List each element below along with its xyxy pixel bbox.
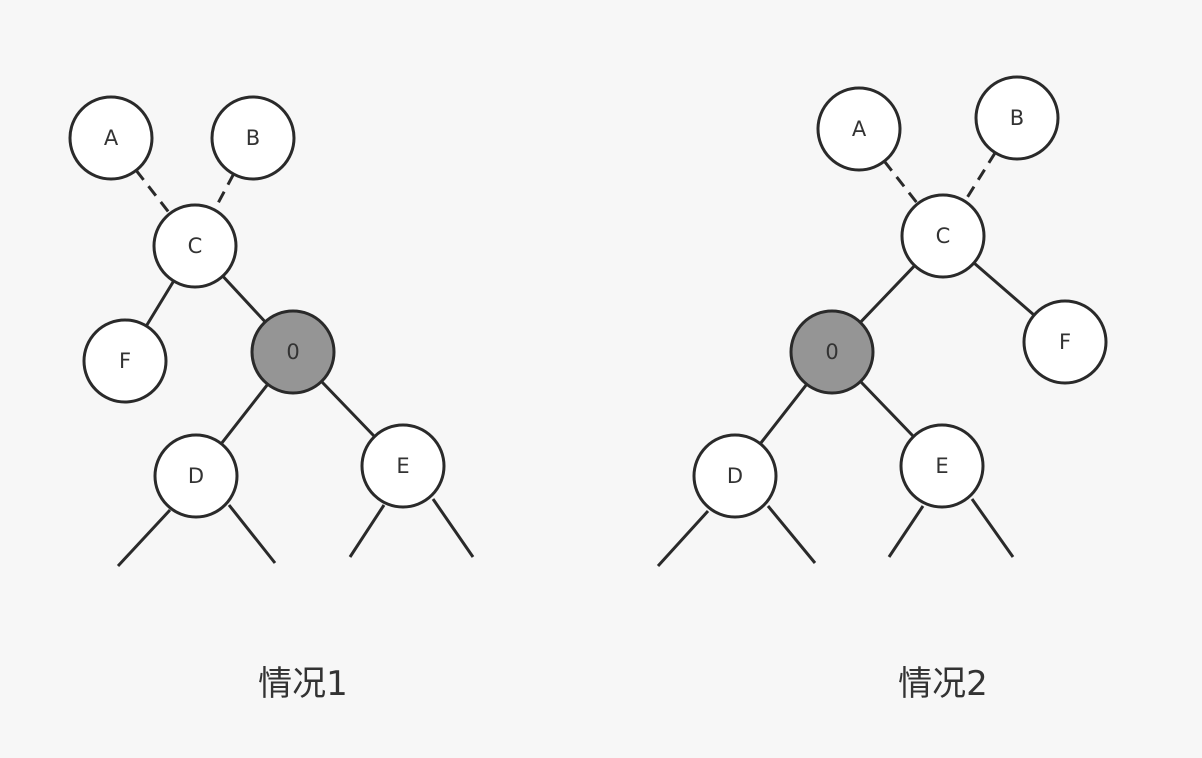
- subtree-stub-edge: [431, 498, 475, 558]
- node-C: C: [152, 203, 238, 289]
- node-label: A: [852, 117, 867, 141]
- diagram-caption: 情况1: [258, 664, 348, 704]
- subtree-stub-edge: [227, 504, 277, 564]
- diagram-case-2: A B C F 0D E 情况2: [656, 75, 1108, 704]
- node-0: 0: [789, 309, 875, 395]
- subtree-stub-edge: [887, 505, 925, 558]
- node-circle: [152, 203, 238, 289]
- node-circle: [899, 423, 985, 509]
- node-E: E: [899, 423, 985, 509]
- node-circle: [900, 193, 986, 279]
- subtree-stub-edge: [656, 509, 710, 568]
- node-label: 0: [286, 340, 299, 364]
- node-0: 0: [250, 309, 336, 395]
- node-F: F: [82, 318, 168, 404]
- subtree-stub-edge: [348, 504, 386, 558]
- node-label: D: [188, 464, 204, 488]
- edge-C-0: [221, 275, 267, 323]
- node-label: C: [188, 234, 203, 258]
- diagram-caption: 情况2: [898, 664, 988, 704]
- node-D: D: [153, 433, 239, 519]
- node-circle: [974, 75, 1060, 161]
- node-circle: [692, 433, 778, 519]
- node-label: A: [104, 126, 119, 150]
- edge-C-0: [859, 264, 916, 324]
- node-D: D: [692, 433, 778, 519]
- node-circle: [816, 86, 902, 172]
- node-label: D: [727, 464, 743, 488]
- edge-B-C: [963, 151, 997, 203]
- node-label: B: [246, 126, 260, 150]
- node-circle: [250, 309, 336, 395]
- diagram-case-1: A B C F 0D E 情况1: [68, 95, 475, 704]
- node-circle: [360, 423, 446, 509]
- node-B: B: [210, 95, 296, 181]
- edge-0-E: [859, 380, 915, 438]
- node-label: E: [396, 454, 409, 478]
- subtree-stub-edge: [116, 508, 172, 568]
- subtree-stub-edge: [970, 498, 1015, 558]
- node-circle: [82, 318, 168, 404]
- edge-B-C: [213, 173, 235, 211]
- node-label: F: [1059, 330, 1071, 354]
- node-E: E: [360, 423, 446, 509]
- node-label: E: [935, 454, 948, 478]
- node-circle: [789, 309, 875, 395]
- node-label: 0: [825, 340, 838, 364]
- edge-0-E: [320, 380, 376, 438]
- node-circle: [68, 95, 154, 181]
- node-label: B: [1010, 106, 1024, 130]
- node-A: A: [68, 95, 154, 181]
- edge-C-F: [972, 261, 1036, 317]
- edge-A-C: [135, 169, 171, 215]
- edge-A-C: [883, 160, 919, 205]
- node-A: A: [816, 86, 902, 172]
- edge-0-D: [759, 383, 808, 445]
- node-label: C: [936, 224, 951, 248]
- edge-0-D: [220, 383, 269, 445]
- node-C: C: [900, 193, 986, 279]
- edge-C-F: [145, 280, 175, 327]
- node-circle: [1022, 299, 1108, 385]
- node-F: F: [1022, 299, 1108, 385]
- node-label: F: [119, 349, 131, 373]
- node-circle: [153, 433, 239, 519]
- node-circle: [210, 95, 296, 181]
- subtree-stub-edge: [766, 505, 817, 564]
- node-B: B: [974, 75, 1060, 161]
